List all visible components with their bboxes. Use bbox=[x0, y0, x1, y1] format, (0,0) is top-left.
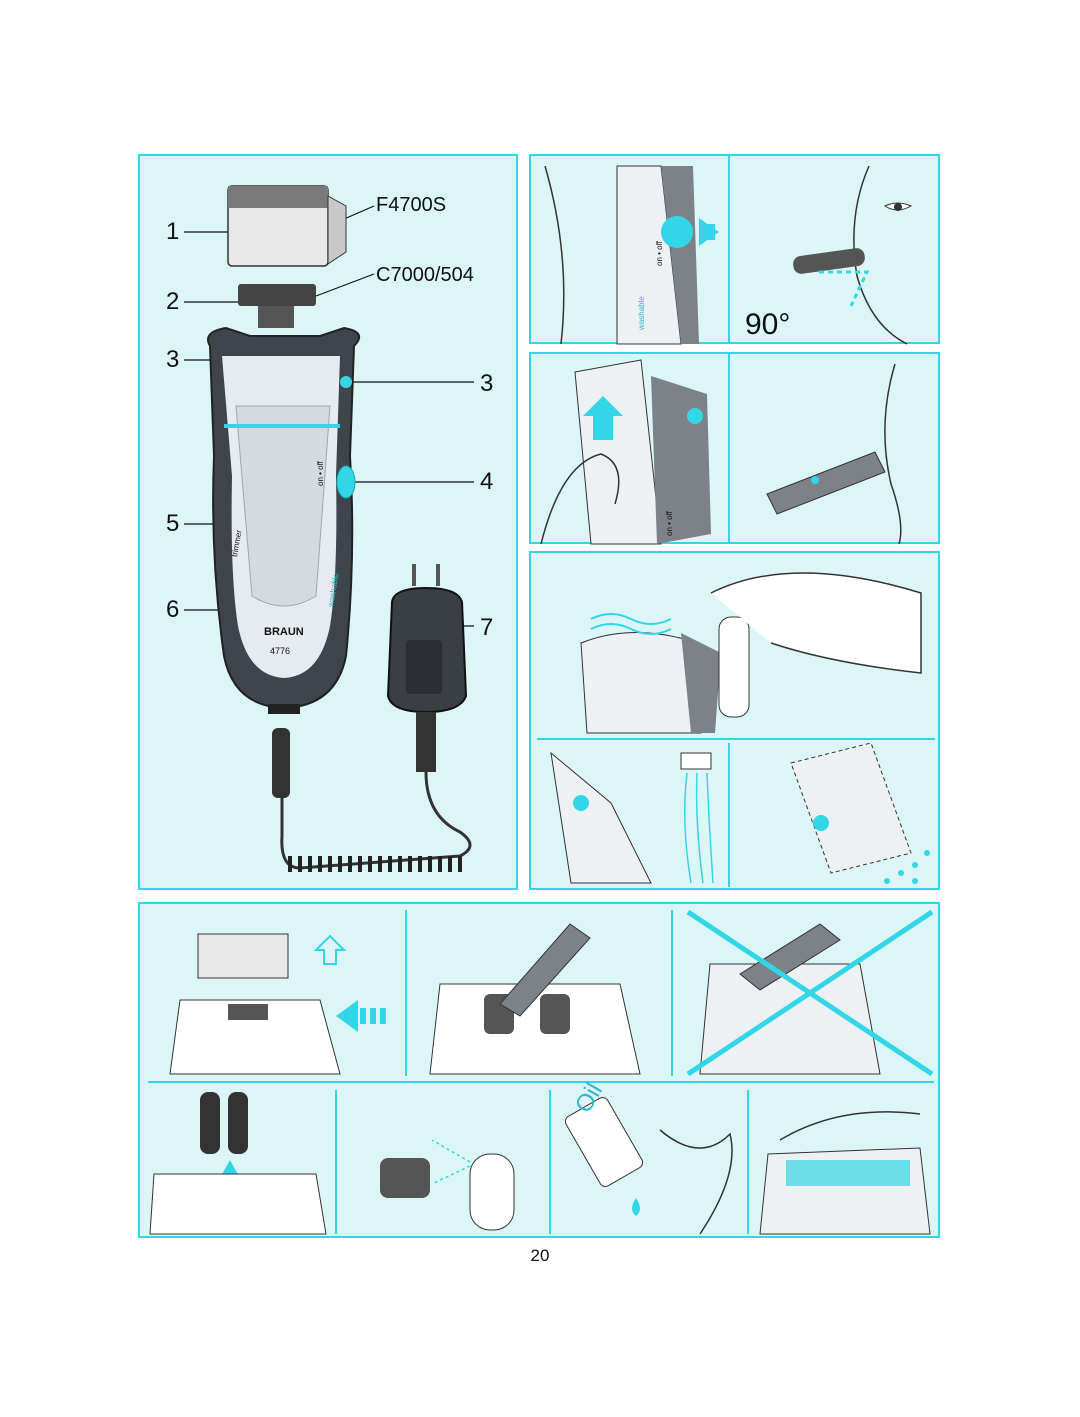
model-number-text: 4776 bbox=[270, 646, 291, 656]
part-number-1: 1 bbox=[166, 218, 180, 245]
cutter-model-label: C7000/504 bbox=[376, 264, 474, 286]
part-number-2: 2 bbox=[166, 288, 180, 315]
parts-overview-panel: 1 2 3 3 4 5 6 7 F4700S C7000/504 bbox=[138, 154, 518, 890]
part-number-3-left: 3 bbox=[166, 346, 180, 373]
trimmer-switch-text: on • off bbox=[665, 511, 674, 536]
cleaning-illustration bbox=[537, 572, 935, 887]
angle-label: 90° bbox=[745, 308, 791, 341]
part-number-4: 4 bbox=[480, 468, 494, 495]
foil-model-label: F4700S bbox=[376, 194, 447, 216]
trimmer-illustration bbox=[540, 354, 902, 545]
washable-text: washable bbox=[637, 296, 646, 330]
trimmer-instruction-panel: on • off bbox=[529, 352, 940, 545]
page-number: 20 bbox=[530, 1246, 550, 1265]
brand-logo-text: BRAUN bbox=[264, 626, 304, 638]
shaver-switch-text: on • off bbox=[316, 461, 325, 486]
switch-text: on • off bbox=[655, 241, 664, 266]
part-number-7: 7 bbox=[480, 614, 494, 641]
cleaning-instruction-panel bbox=[529, 551, 940, 890]
part-number-6: 6 bbox=[166, 596, 180, 623]
part-number-5: 5 bbox=[166, 510, 180, 537]
maintenance-instruction-panel: Oil bbox=[138, 902, 940, 1238]
maintenance-illustration bbox=[148, 909, 934, 1235]
switch-and-angle-illustration bbox=[544, 156, 913, 345]
part-number-3-right: 3 bbox=[480, 370, 494, 397]
shaving-instruction-panel: 90° on • off washable bbox=[529, 154, 940, 345]
parts-illustration bbox=[184, 185, 474, 872]
